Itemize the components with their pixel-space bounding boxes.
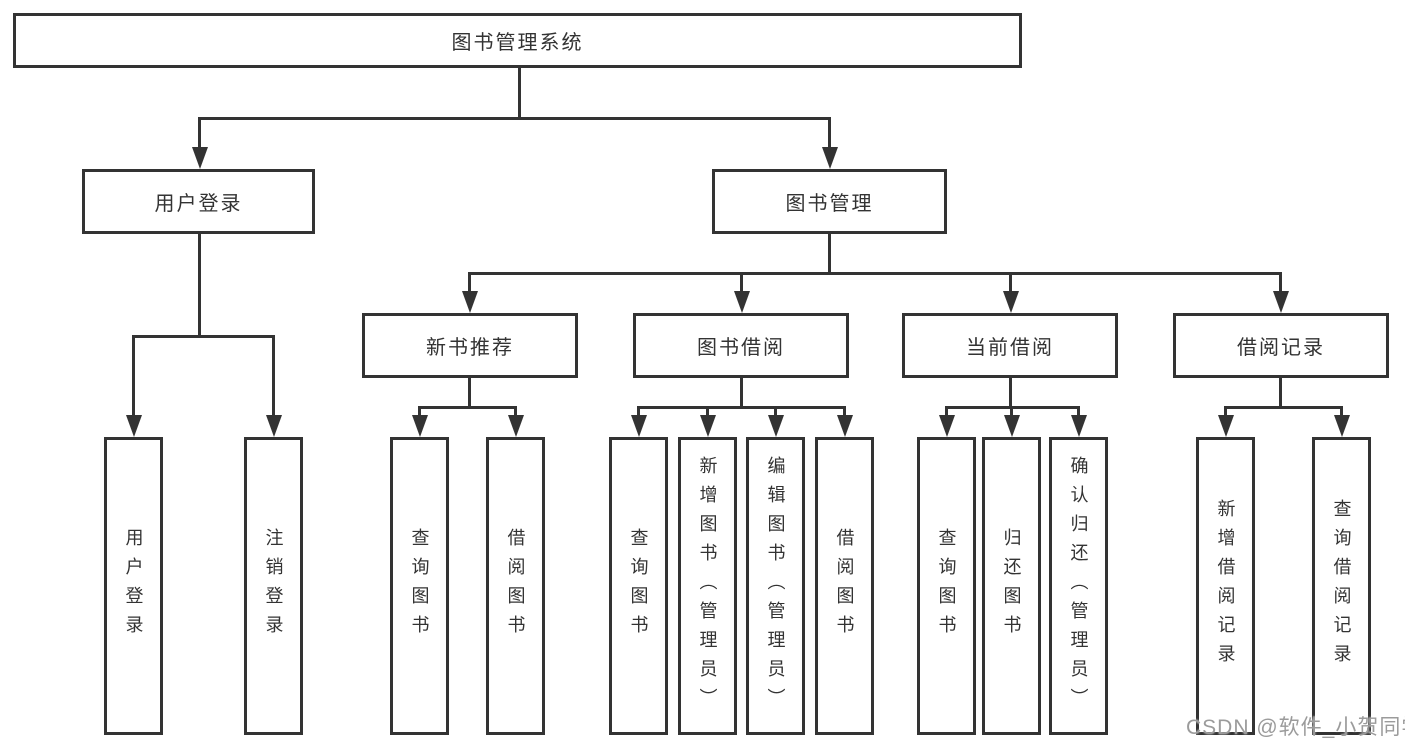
arrowhead-icon xyxy=(821,147,838,169)
node-book-borrow: 图书借阅 xyxy=(633,313,849,378)
connector-line xyxy=(132,335,135,421)
leaf-borrow-books-borrow-label: 借阅图书 xyxy=(834,528,855,644)
connector-line xyxy=(774,406,777,420)
leaf-edit-books-admin: 编辑图书（管理员） xyxy=(746,437,805,735)
leaf-logout: 注销登录 xyxy=(244,437,303,735)
leaf-query-books-borrow: 查询图书 xyxy=(609,437,668,735)
node-current-borrow-label: 当前借阅 xyxy=(966,337,1054,359)
node-book-management-label: 图书管理 xyxy=(785,193,874,215)
leaf-query-books-borrow-label: 查询图书 xyxy=(628,528,649,644)
node-library-system-label: 图书管理系统 xyxy=(451,32,584,54)
connector-line xyxy=(1224,406,1227,420)
leaf-return-books-label: 归还图书 xyxy=(1001,528,1022,644)
connector-line xyxy=(1279,272,1282,295)
connector-line xyxy=(843,406,846,420)
node-user-login: 用户登录 xyxy=(82,169,315,234)
connector-line xyxy=(637,406,640,420)
connector-line xyxy=(198,117,831,120)
arrowhead-icon xyxy=(461,291,478,313)
connector-line xyxy=(132,335,275,338)
connector-line xyxy=(740,272,743,295)
arrowhead-icon xyxy=(767,415,784,437)
leaf-edit-books-admin-label: 编辑图书（管理员） xyxy=(765,455,786,717)
arrowhead-icon xyxy=(265,415,282,437)
arrowhead-icon xyxy=(507,415,524,437)
arrowhead-icon xyxy=(1002,291,1019,313)
node-borrow-records: 借阅记录 xyxy=(1173,313,1389,378)
connector-line xyxy=(198,234,201,335)
arrowhead-icon xyxy=(1070,415,1087,437)
connector-line xyxy=(518,68,521,117)
connector-line xyxy=(418,406,517,409)
leaf-add-borrow-record-label: 新增借阅记录 xyxy=(1215,499,1236,673)
leaf-query-books-current-label: 查询图书 xyxy=(936,528,957,644)
leaf-user-login: 用户登录 xyxy=(104,437,163,735)
leaf-user-login-label: 用户登录 xyxy=(123,528,144,644)
arrowhead-icon xyxy=(411,415,428,437)
connector-line xyxy=(828,234,831,272)
leaf-logout-label: 注销登录 xyxy=(263,528,284,644)
connector-line xyxy=(1077,406,1080,420)
node-user-login-label: 用户登录 xyxy=(154,193,243,215)
arrowhead-icon xyxy=(836,415,853,437)
arrowhead-icon xyxy=(1333,415,1350,437)
node-book-management: 图书管理 xyxy=(712,169,947,234)
connector-line xyxy=(514,406,517,420)
leaf-query-books-recommend-label: 查询图书 xyxy=(409,528,430,644)
leaf-borrow-books-recommend-label: 借阅图书 xyxy=(505,528,526,644)
csdn-watermark: CSDN @软件_小贺同学 xyxy=(1186,716,1405,739)
node-new-book-recommend-label: 新书推荐 xyxy=(426,337,514,359)
arrowhead-icon xyxy=(699,415,716,437)
leaf-add-books-admin: 新增图书（管理员） xyxy=(678,437,737,735)
leaf-query-borrow-record-label: 查询借阅记录 xyxy=(1331,499,1352,673)
connector-line xyxy=(740,377,743,406)
leaf-return-books: 归还图书 xyxy=(982,437,1041,735)
connector-line xyxy=(468,272,471,295)
leaf-confirm-return-admin-label: 确认归还（管理员） xyxy=(1068,455,1089,717)
connector-line xyxy=(945,406,948,420)
connector-line xyxy=(706,406,709,420)
leaf-confirm-return-admin: 确认归还（管理员） xyxy=(1049,437,1108,735)
leaf-add-books-admin-label: 新增图书（管理员） xyxy=(697,455,718,717)
arrowhead-icon xyxy=(1003,415,1020,437)
connector-line xyxy=(1279,377,1282,406)
arrowhead-icon xyxy=(733,291,750,313)
leaf-query-books-current: 查询图书 xyxy=(917,437,976,735)
node-book-borrow-label: 图书借阅 xyxy=(697,337,785,359)
connector-line xyxy=(1340,406,1343,420)
leaf-borrow-books-borrow: 借阅图书 xyxy=(815,437,874,735)
connector-line xyxy=(1009,377,1012,406)
connector-line xyxy=(468,272,1281,275)
connector-line xyxy=(272,335,275,421)
connector-line xyxy=(468,377,471,406)
connector-line xyxy=(828,117,831,153)
connector-line xyxy=(637,406,846,409)
arrowhead-icon xyxy=(1217,415,1234,437)
arrowhead-icon xyxy=(125,415,142,437)
leaf-query-books-recommend: 查询图书 xyxy=(390,437,449,735)
arrowhead-icon xyxy=(1272,291,1289,313)
leaf-add-borrow-record: 新增借阅记录 xyxy=(1196,437,1255,735)
arrowhead-icon xyxy=(938,415,955,437)
arrowhead-icon xyxy=(191,147,208,169)
leaf-query-borrow-record: 查询借阅记录 xyxy=(1312,437,1371,735)
arrowhead-icon xyxy=(630,415,647,437)
node-borrow-records-label: 借阅记录 xyxy=(1237,337,1325,359)
connector-line xyxy=(418,406,421,420)
connector-line xyxy=(1009,272,1012,295)
leaf-borrow-books-recommend: 借阅图书 xyxy=(486,437,545,735)
node-current-borrow: 当前借阅 xyxy=(902,313,1118,378)
connector-line xyxy=(198,117,201,153)
connector-line xyxy=(1010,406,1013,420)
connector-line xyxy=(1224,406,1343,409)
node-new-book-recommend: 新书推荐 xyxy=(362,313,578,378)
node-library-system: 图书管理系统 xyxy=(13,13,1022,68)
